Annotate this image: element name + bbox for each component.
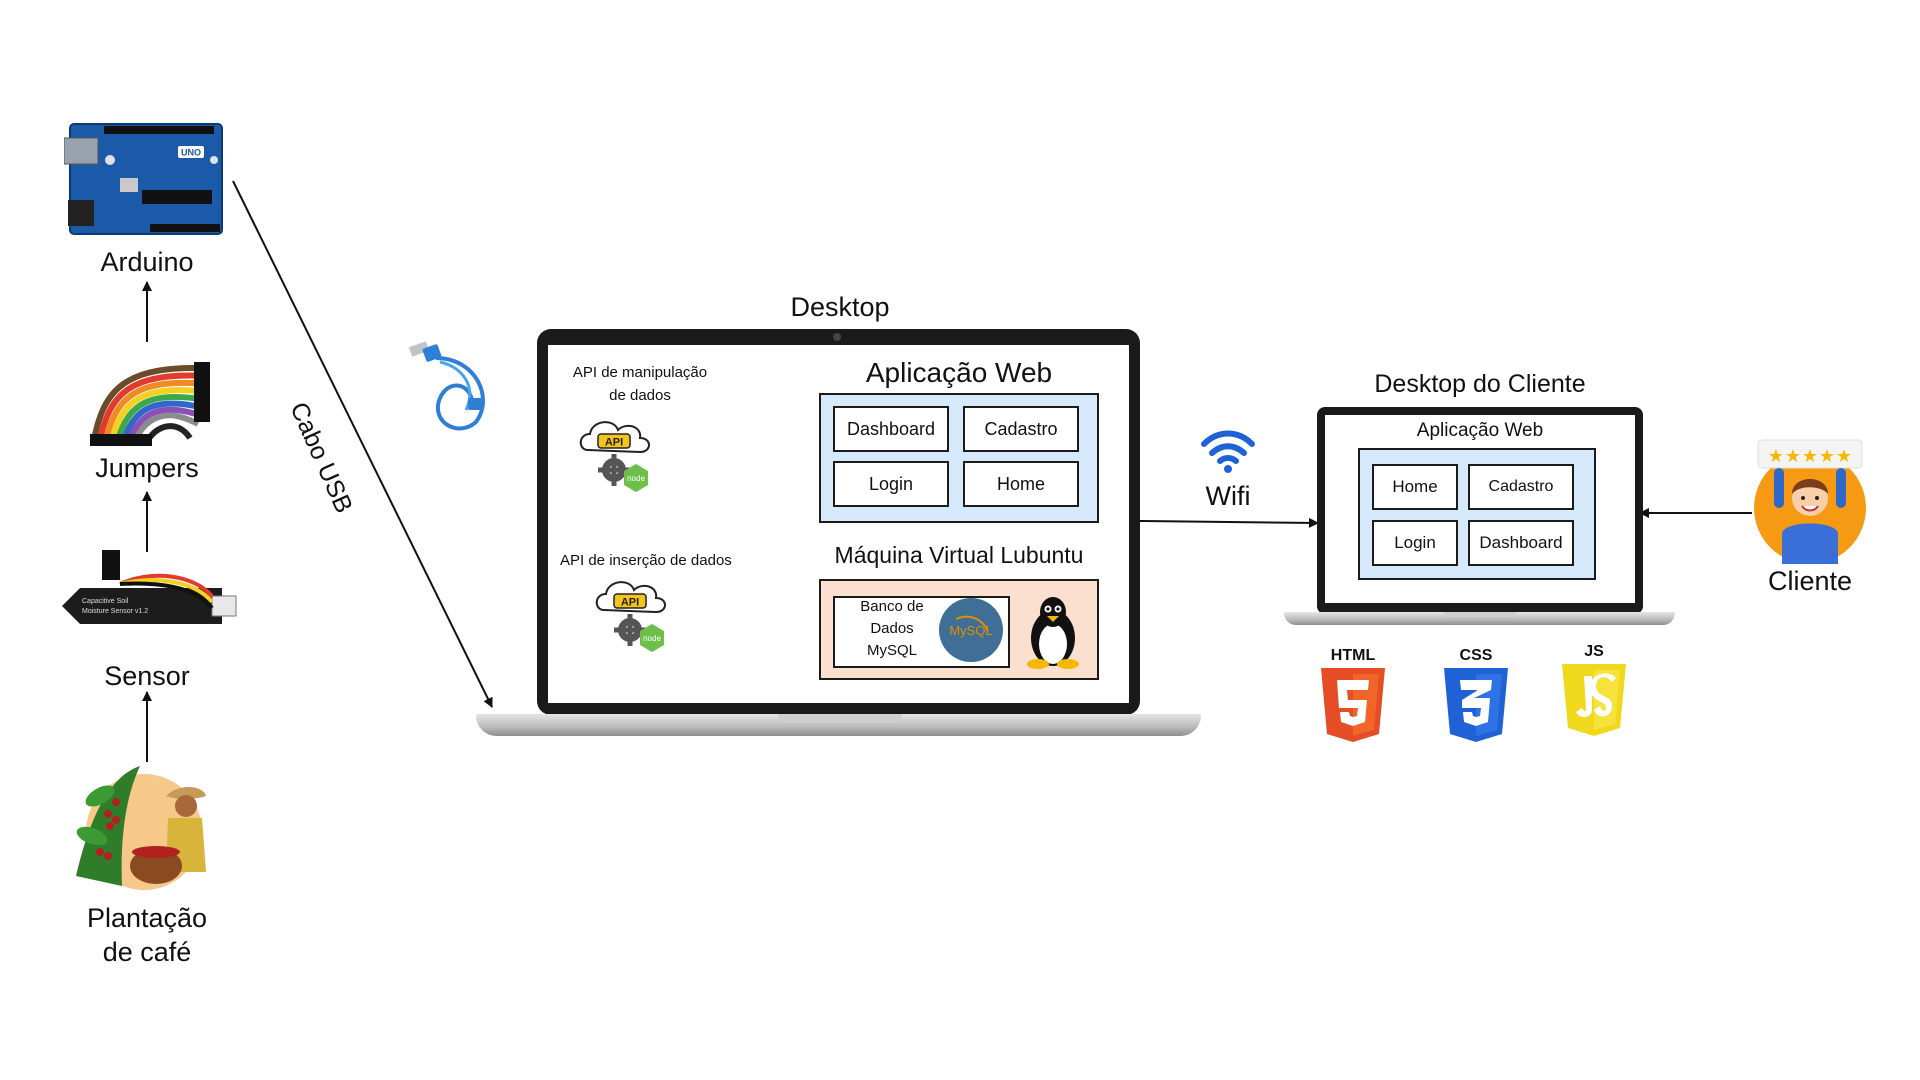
client-cadastro-button[interactable]: Cadastro [1468,464,1574,510]
svg-text:★: ★ [1802,446,1818,466]
client-dashboard-button[interactable]: Dashboard [1468,520,1574,566]
linux-tux-icon [1027,597,1079,669]
db-label-line1: Banco de [860,598,924,615]
api-insert-node-badge: node [643,634,661,643]
api-manip-icon[interactable]: API node [574,416,664,506]
desktop-title: Desktop [790,292,890,322]
js-logo-text: JS [1584,643,1604,660]
plantation-label-line1: Plantação [86,903,208,933]
client-laptop-notch [1444,612,1516,617]
svg-text:★: ★ [1768,446,1784,466]
arduino-label: Arduino [100,247,194,277]
db-label-line3: MySQL [866,642,917,659]
svg-text:★: ★ [1785,446,1801,466]
sensor-print-line2: Moisture Sensor v1.2 [82,608,148,615]
api-insert-label: API de inserção de dados [560,552,732,569]
vm-title: Máquina Virtual Lubuntu [834,542,1084,568]
client-desktop-title: Desktop do Cliente [1374,370,1586,398]
css3-logo-icon: CSS [1444,647,1508,742]
mysql-logo-text: MySQL [949,623,992,638]
svg-text:★: ★ [1836,446,1852,466]
html5-logo-icon: HTML [1321,647,1385,742]
sensor-icon: Capacitive Soil Moisture Sensor v1.2 [62,550,237,624]
desktop-laptop-notch [778,714,902,722]
api-insert-badge: API [621,597,639,609]
arrow-desktop-to-client-desktop [1139,517,1319,528]
desktop-laptop-base [476,714,1201,736]
arrow-usb-cable [232,180,493,708]
api-manip-label-line2: de dados [609,387,671,404]
webapp-title: Aplicação Web [865,357,1053,388]
desktop-camera [833,333,841,341]
svg-text:★: ★ [1819,446,1835,466]
js-logo-icon: JS [1562,643,1626,736]
client-avatar-icon: ★ ★ ★ ★ ★ [1754,439,1866,564]
jumpers-label: Jumpers [95,453,199,483]
arduino-badge-text: UNO [181,148,201,158]
jumpers-icon [90,362,210,446]
coffee-plantation-icon [76,766,206,890]
client-label: Cliente [1767,566,1853,596]
api-manip-label-line1: API de manipulação [572,364,708,381]
api-insert-icon[interactable]: API node [590,576,680,666]
api-manip-node-badge: node [627,474,645,483]
client-home-button[interactable]: Home [1372,464,1458,510]
cadastro-button[interactable]: Cadastro [963,406,1079,452]
wifi-label: Wifi [1205,481,1251,511]
wifi-icon [1201,430,1255,473]
client-login-button[interactable]: Login [1372,520,1458,566]
client-laptop-base [1284,612,1675,625]
client-webapp-title: Aplicação Web [1416,420,1544,441]
dashboard-button[interactable]: Dashboard [833,406,949,452]
login-button[interactable]: Login [833,461,949,507]
home-button[interactable]: Home [963,461,1079,507]
sensor-print-line1: Capacitive Soil [82,598,129,605]
db-label-line2: Dados [870,620,914,637]
sensor-label: Sensor [104,661,190,691]
api-manip-badge: API [605,437,623,449]
css3-logo-text: CSS [1460,647,1493,664]
mysql-logo-icon: MySQL [939,598,1003,662]
usb-cable-icon [408,341,485,431]
plantation-label-line2: de café [102,937,192,967]
arduino-icon: UNO [64,123,223,235]
html5-logo-text: HTML [1331,647,1376,664]
